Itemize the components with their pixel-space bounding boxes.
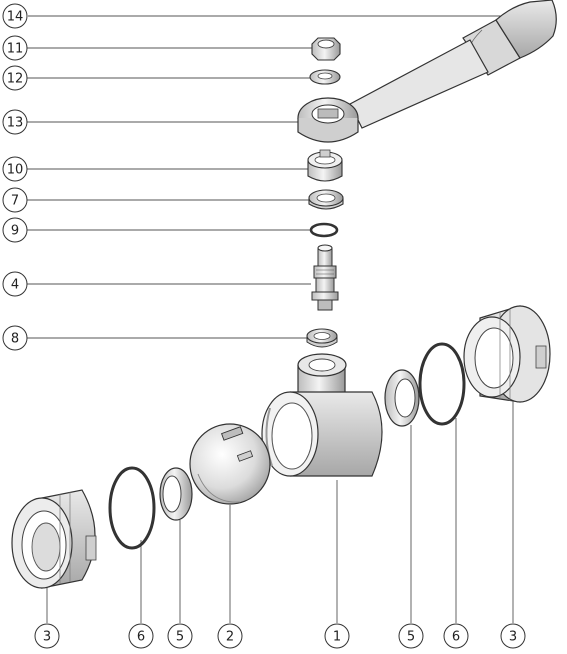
callout-9-label: 9 bbox=[11, 224, 19, 239]
callout-11-label: 11 bbox=[7, 42, 24, 57]
callout-11: 11 bbox=[2, 35, 28, 61]
callout-10-label: 10 bbox=[7, 163, 24, 178]
callout-2: 2 bbox=[217, 623, 243, 649]
callout-12: 12 bbox=[2, 65, 28, 91]
callout-3-left: 3 bbox=[34, 623, 60, 649]
end-connector-left-part bbox=[11, 489, 97, 589]
handle-lever-part bbox=[297, 39, 489, 143]
callout-3-right-label: 3 bbox=[509, 630, 517, 645]
seat-left-part bbox=[159, 467, 193, 521]
callout-6-left: 6 bbox=[128, 623, 154, 649]
gland-ring-part bbox=[308, 189, 344, 210]
callout-7: 7 bbox=[2, 187, 28, 213]
valve-stem-part bbox=[311, 244, 339, 311]
callout-13: 13 bbox=[2, 109, 28, 135]
callout-5-right-label: 5 bbox=[407, 630, 415, 645]
callout-4: 4 bbox=[2, 271, 28, 297]
callout-5-left: 5 bbox=[167, 623, 193, 649]
seat-right-part bbox=[384, 369, 420, 427]
callouts: 14 11 12 13 10 7 9 4 bbox=[2, 3, 526, 649]
callout-8-label: 8 bbox=[11, 332, 19, 347]
body-o-ring-right-part bbox=[418, 342, 466, 426]
callout-7-label: 7 bbox=[11, 194, 19, 209]
handle-grip-part bbox=[462, 0, 557, 76]
thrust-washer-part bbox=[306, 328, 338, 348]
end-connector-right-part bbox=[463, 305, 551, 403]
callout-5-right: 5 bbox=[398, 623, 424, 649]
leader-lines bbox=[27, 15, 514, 623]
callout-3-left-label: 3 bbox=[43, 630, 51, 645]
callout-8: 8 bbox=[2, 325, 28, 351]
ball-part bbox=[189, 423, 271, 505]
callout-1-label: 1 bbox=[333, 630, 341, 645]
hex-nut-part bbox=[311, 37, 341, 61]
callout-2-label: 2 bbox=[226, 630, 234, 645]
callout-12-label: 12 bbox=[7, 72, 24, 87]
stem-o-ring-part bbox=[309, 222, 339, 238]
body-o-ring-left-part bbox=[108, 466, 156, 550]
callout-14: 14 bbox=[2, 3, 28, 29]
callout-6-right: 6 bbox=[443, 623, 469, 649]
washer-part bbox=[309, 69, 341, 85]
callout-4-label: 4 bbox=[11, 278, 19, 293]
callout-9: 9 bbox=[2, 217, 28, 243]
callout-6-right-label: 6 bbox=[452, 630, 460, 645]
callout-3-right: 3 bbox=[500, 623, 526, 649]
callout-5-left-label: 5 bbox=[176, 630, 184, 645]
callout-14-label: 14 bbox=[7, 10, 24, 25]
stop-bushing-part bbox=[307, 149, 343, 182]
callout-6-left-label: 6 bbox=[137, 630, 145, 645]
valve-body-part bbox=[261, 353, 383, 477]
callout-13-label: 13 bbox=[7, 116, 24, 131]
callout-1: 1 bbox=[324, 623, 350, 649]
callout-10: 10 bbox=[2, 156, 28, 182]
